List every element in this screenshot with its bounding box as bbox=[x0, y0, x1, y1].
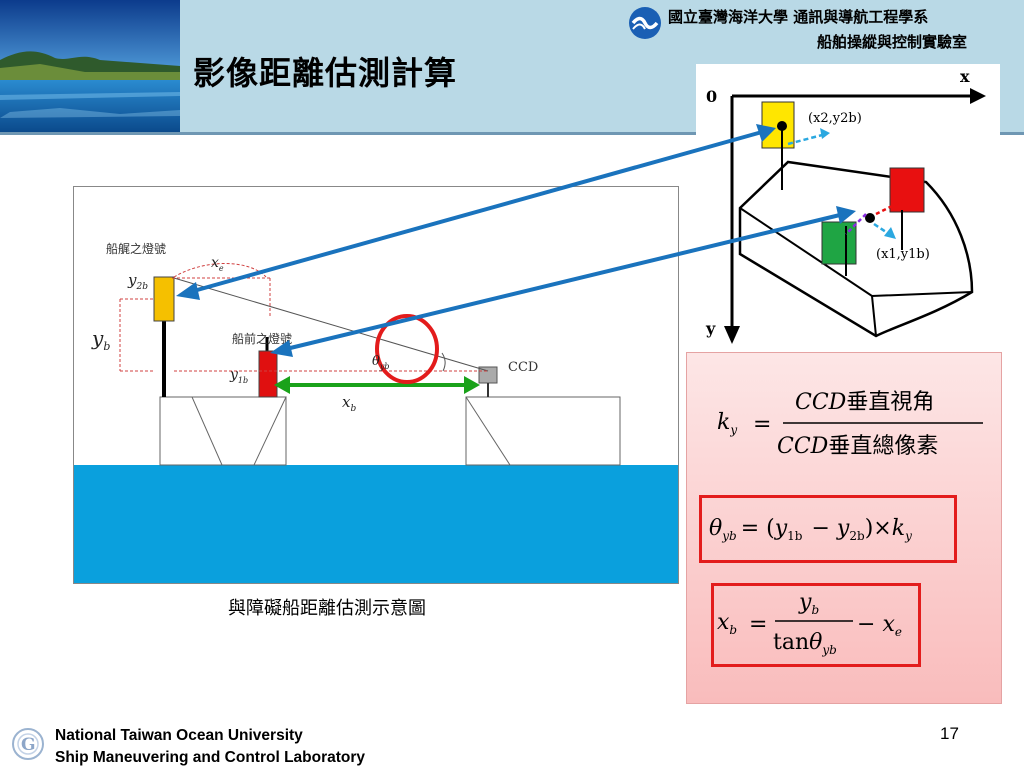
xb-den-tan: tan bbox=[773, 630, 809, 655]
image-coordinate-diagram: 0 x y (x2,y2b) (x1,y1b) bbox=[696, 64, 1000, 346]
label-y1b: y bbox=[229, 367, 239, 383]
theta-k: k bbox=[892, 516, 905, 541]
footer-line-lab: Ship Maneuvering and Control Laboratory bbox=[55, 749, 366, 766]
label-yb: y bbox=[91, 326, 104, 350]
axis-x-label: x bbox=[960, 67, 970, 86]
axis-y-label: y bbox=[705, 319, 716, 338]
red-light bbox=[889, 167, 925, 213]
ky-num-ccd: CCD bbox=[795, 390, 847, 415]
page-title: 影像距離估測計算 bbox=[193, 54, 458, 92]
svg-text:y1b: y1b bbox=[229, 367, 248, 385]
xb-den-theta-sub: yb bbox=[821, 643, 836, 657]
svg-text:y2b: y2b bbox=[127, 271, 148, 292]
theta-y1-sub: 1b bbox=[787, 529, 803, 543]
label-stern-light: 船艉之燈號 bbox=[106, 241, 166, 256]
svg-text:=: = bbox=[749, 612, 767, 637]
footer-line-university: National Taiwan Ocean University bbox=[55, 727, 303, 744]
theta-y1: y bbox=[774, 516, 788, 541]
obstacle-distance-diagram: 船艉之燈號 船前之燈號 CCD xe y2b yb y1b θyb xb bbox=[73, 186, 679, 584]
svg-text:xe: xe bbox=[211, 255, 224, 273]
label-y2b: y bbox=[127, 271, 137, 289]
stern-light-yellow bbox=[153, 276, 175, 322]
axis-origin: 0 bbox=[706, 87, 717, 106]
ky-den-text: 垂直總像素 bbox=[828, 434, 938, 459]
ky-den-ccd: CCD bbox=[777, 434, 829, 459]
angle-highlight-circle bbox=[375, 314, 439, 384]
svg-text:G: G bbox=[21, 735, 36, 755]
theta-lhs: θ bbox=[709, 516, 722, 541]
theta-y2-sub: 2b bbox=[849, 529, 865, 543]
label-ccd: CCD bbox=[508, 360, 538, 375]
xb-minus: x bbox=[882, 612, 895, 637]
xb-lhs: x bbox=[717, 610, 730, 635]
sea-area bbox=[74, 465, 678, 583]
theta-formula-box bbox=[699, 495, 957, 563]
label-xe-sub: e bbox=[219, 264, 224, 273]
label-xe: x bbox=[211, 255, 219, 271]
bow-light-red bbox=[258, 350, 278, 398]
page-number: 17 bbox=[940, 724, 959, 743]
left-ship-hull bbox=[159, 396, 287, 466]
svg-text:− xe: − xe bbox=[857, 612, 902, 639]
lab-name: 船舶操縱與控制實驗室 bbox=[817, 33, 968, 51]
theta-y2: y bbox=[836, 516, 850, 541]
svg-text:yb: yb bbox=[798, 590, 819, 617]
label-theta-sub: yb bbox=[379, 362, 390, 371]
point-top-label: (x2,y2b) bbox=[808, 111, 862, 126]
point-bottom-label: (x1,y1b) bbox=[876, 247, 930, 262]
xb-num: y bbox=[798, 590, 812, 615]
ky-num-text: 垂直視角 bbox=[846, 390, 934, 415]
theta-lhs-sub: yb bbox=[721, 529, 736, 543]
footer-institution: National Taiwan Ocean University Ship Ma… bbox=[55, 725, 365, 769]
svg-text:θyb= (y1b − y2b)×ky: θyb= (y1b − y2b)×ky bbox=[709, 516, 912, 543]
xb-den-theta: θ bbox=[809, 630, 822, 655]
university-logo bbox=[628, 6, 662, 40]
xb-minus-sub: e bbox=[895, 625, 902, 639]
label-xb-sub: b bbox=[350, 404, 356, 414]
ky-lhs-sub: y bbox=[729, 423, 737, 437]
header-landscape-photo bbox=[0, 0, 180, 132]
svg-text:CCD垂直視角: CCD垂直視角 bbox=[795, 390, 934, 415]
ky-lhs: k bbox=[717, 410, 730, 435]
svg-text:θyb: θyb bbox=[372, 354, 389, 371]
label-yb-sub: b bbox=[103, 340, 110, 353]
svg-text:CCD垂直總像素: CCD垂直總像素 bbox=[777, 434, 938, 459]
label-theta: θ bbox=[372, 354, 380, 369]
formula-panel: ky = CCD垂直視角 CCD垂直總像素 θyb= (y1b − y2b)×k… bbox=[686, 352, 1002, 704]
label-y2b-sub: 2b bbox=[135, 282, 148, 292]
university-name: 國立臺灣海洋大學 通訊與導航工程學系 bbox=[668, 8, 929, 26]
label-xb: x bbox=[342, 393, 351, 411]
xb-lhs-sub: b bbox=[729, 623, 737, 637]
theta-k-sub: y bbox=[904, 529, 912, 543]
svg-text:tanθyb: tanθyb bbox=[773, 630, 837, 657]
green-light bbox=[821, 221, 857, 265]
right-ship-hull bbox=[465, 396, 621, 466]
label-bow-light: 船前之燈號 bbox=[232, 331, 292, 346]
label-y1b-sub: 1b bbox=[238, 376, 248, 385]
svg-text:ky: ky bbox=[717, 410, 737, 437]
diagram-caption: 與障礙船距離估測示意圖 bbox=[228, 598, 426, 619]
svg-text:xb: xb bbox=[717, 610, 737, 637]
lab-logo: G bbox=[8, 724, 48, 764]
xb-num-sub: b bbox=[811, 603, 819, 617]
svg-text:yb: yb bbox=[91, 326, 110, 353]
svg-text:=: = bbox=[753, 412, 771, 437]
xb-formula-box bbox=[711, 583, 921, 667]
svg-text:xb: xb bbox=[342, 393, 356, 414]
